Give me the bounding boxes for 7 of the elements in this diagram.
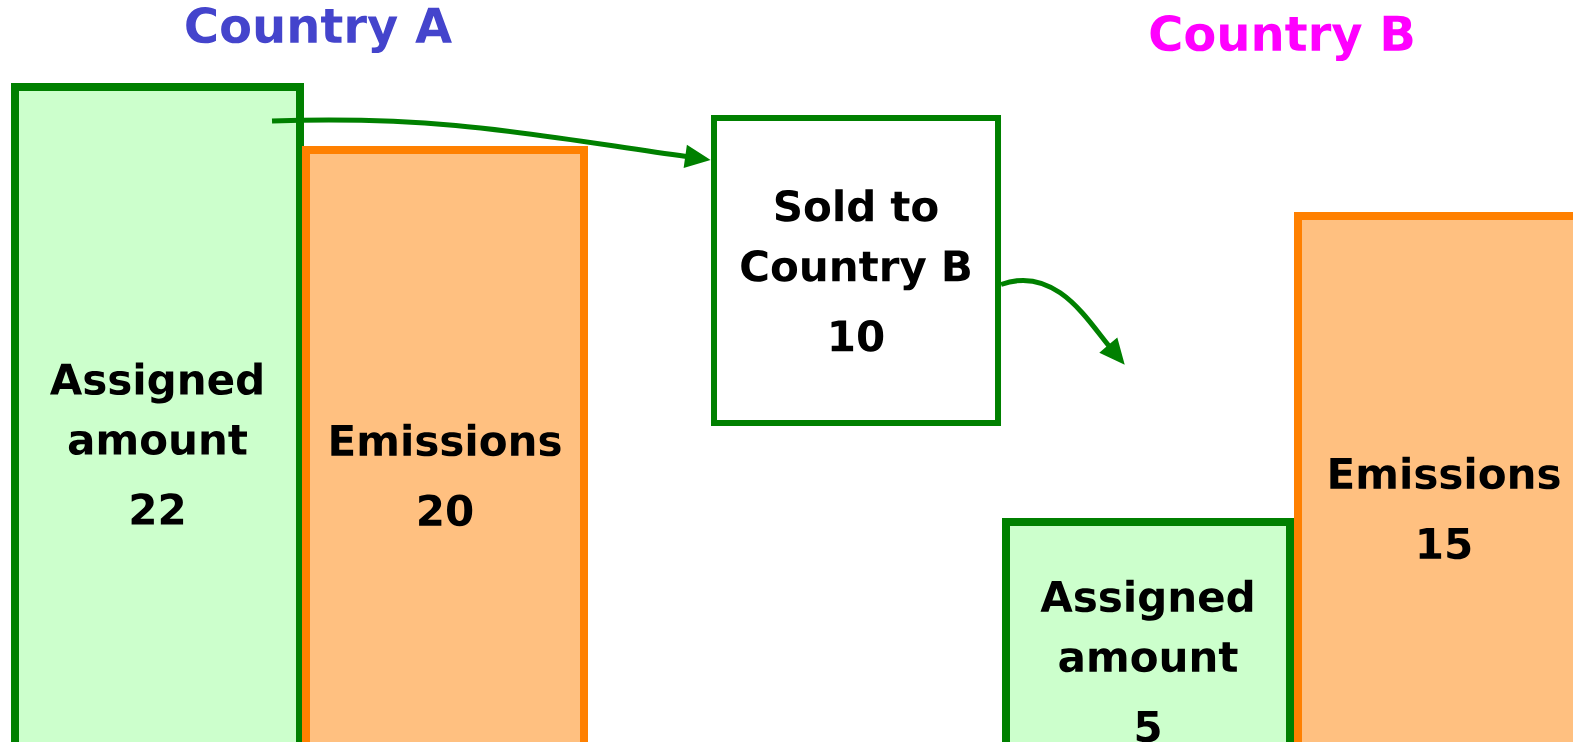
country-heading: Country A xyxy=(186,7,452,53)
country-heading: Country B xyxy=(1150,15,1413,61)
sold-box: Sold to Country B 10 xyxy=(711,115,1001,426)
emissions-bar: Emissions 15 xyxy=(1294,212,1573,742)
assigned-amount-bar: Assigned amount 5 xyxy=(1002,518,1294,742)
assigned-amount-bar: Assigned amount 22 xyxy=(11,83,304,742)
emissions-bar: Emissions 20 xyxy=(302,146,588,742)
